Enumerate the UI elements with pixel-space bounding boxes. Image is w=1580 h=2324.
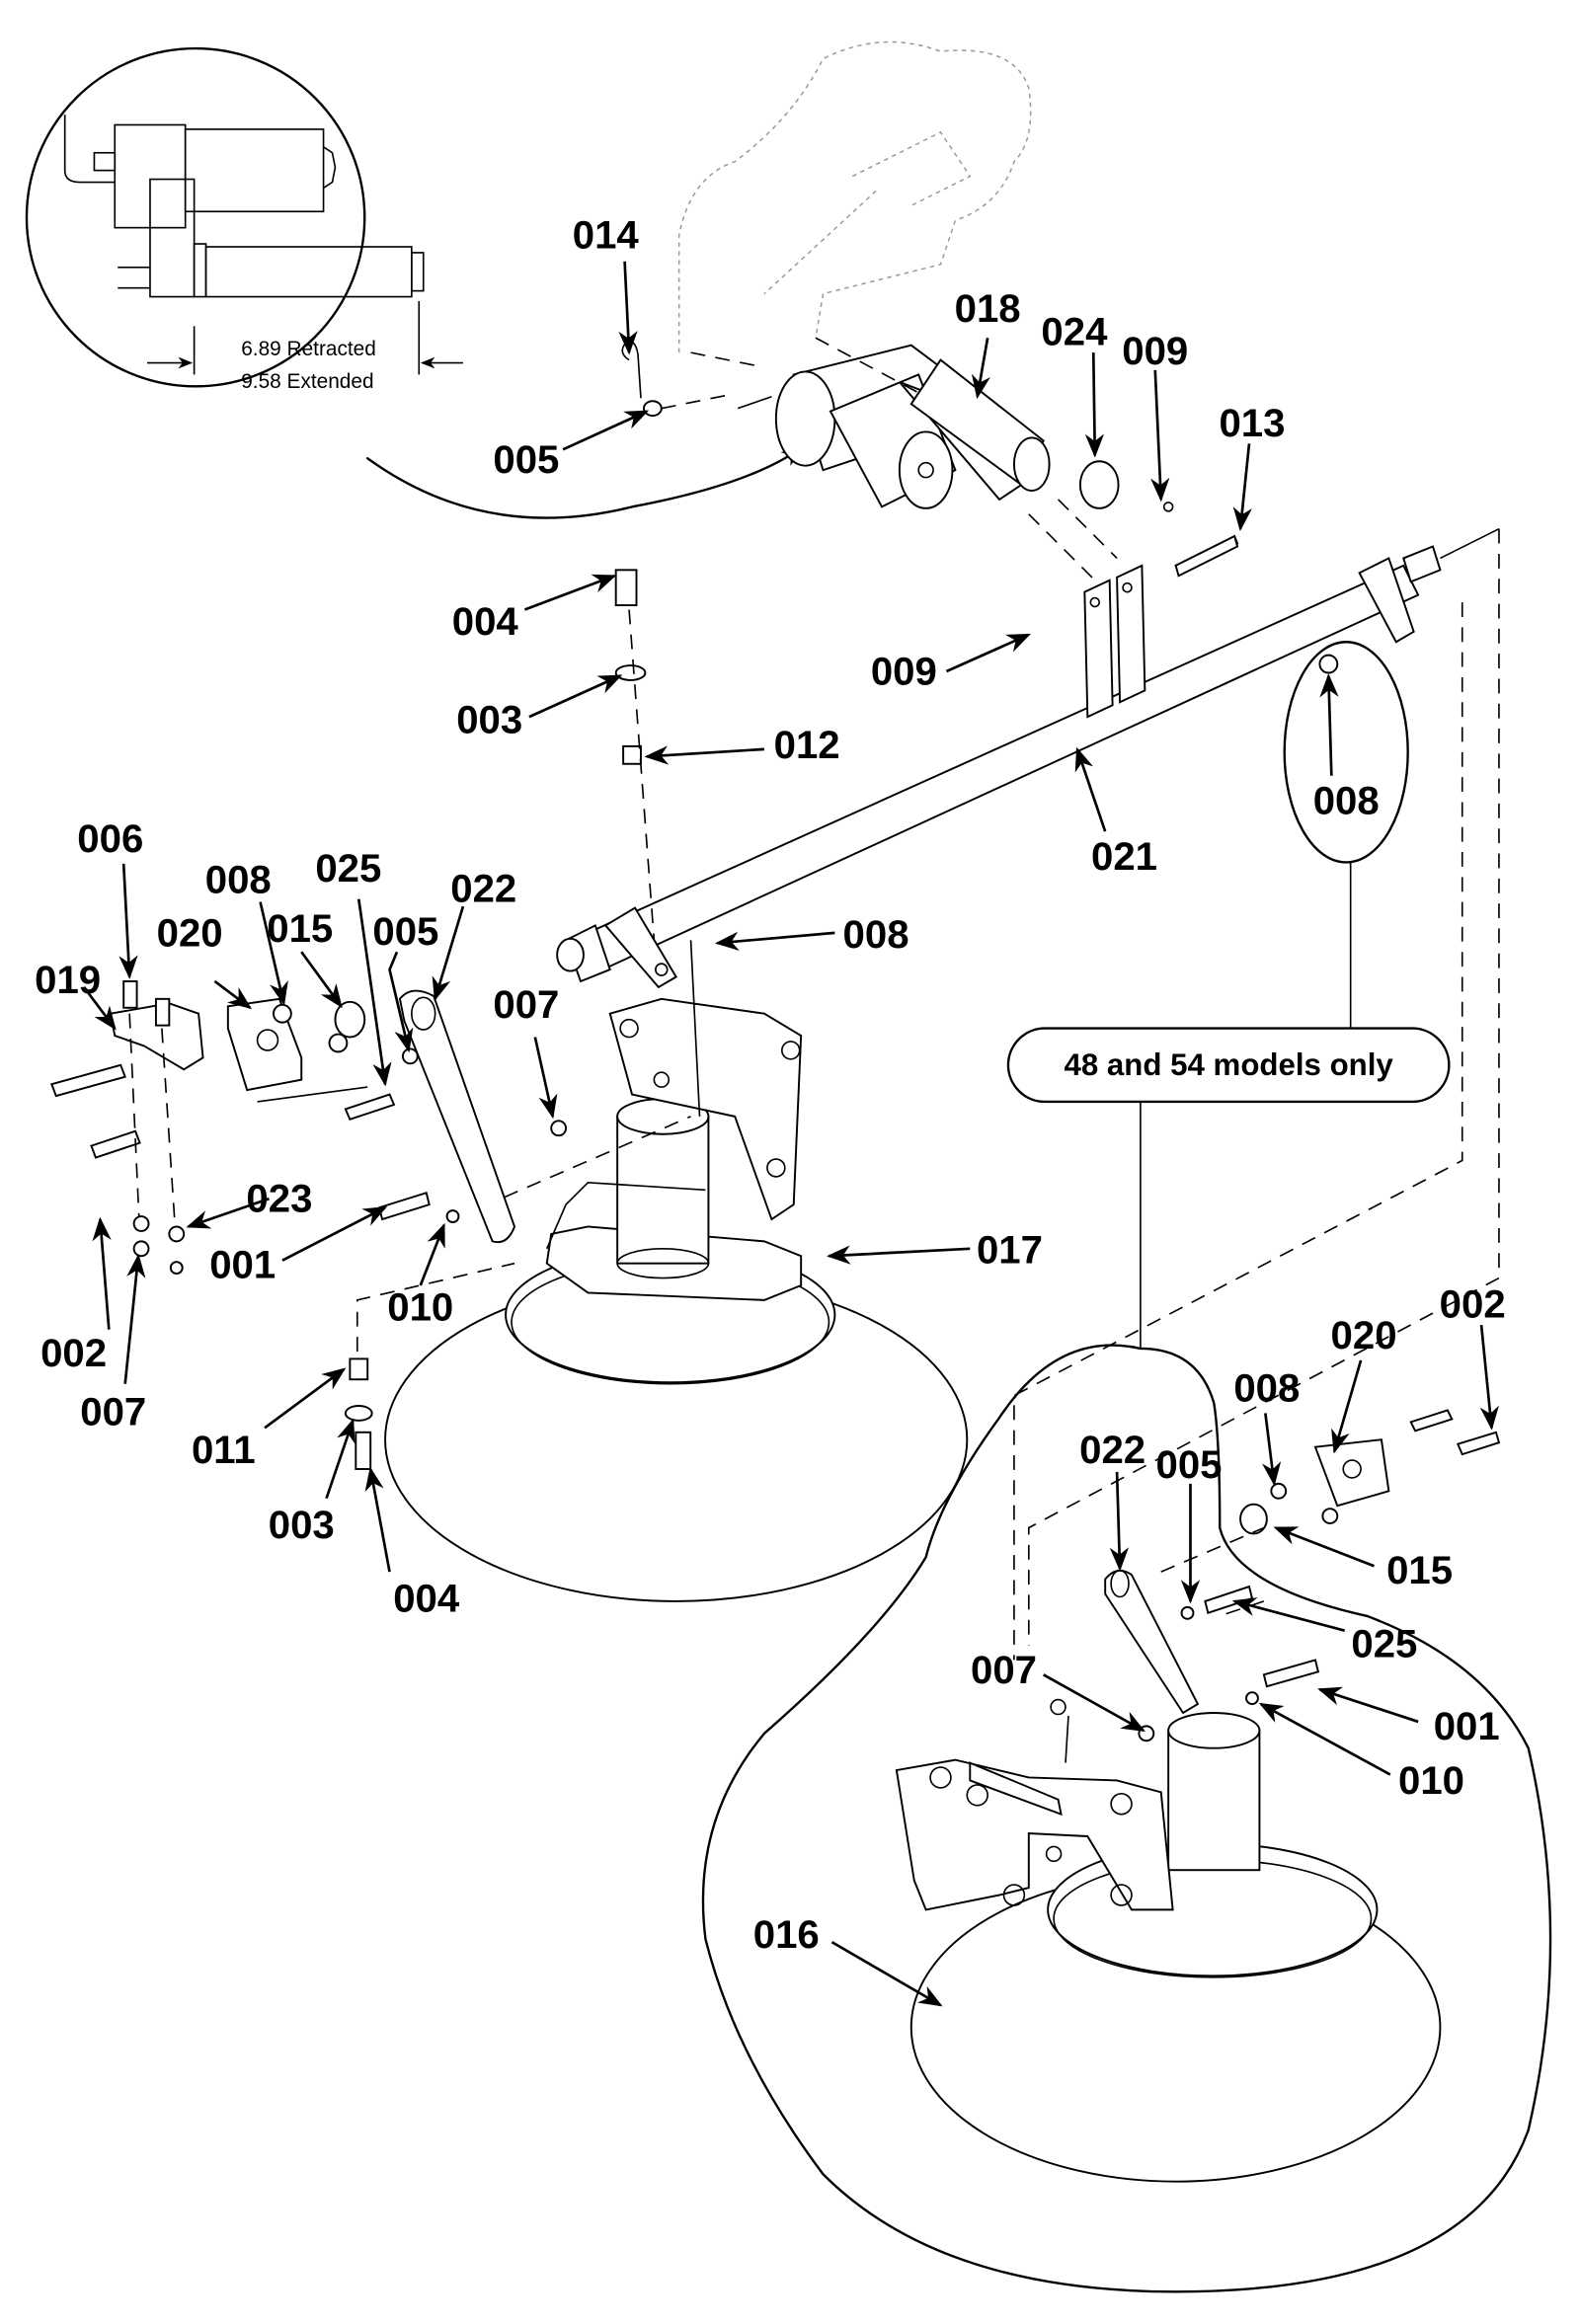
callout-019: 019: [35, 958, 101, 1002]
callout-004: 004: [452, 599, 519, 644]
callout-015: 015: [267, 906, 333, 951]
models-note: 48 and 54 models only: [1006, 1027, 1451, 1349]
callout-015: 015: [1386, 1548, 1453, 1592]
right-deck-outline: [701, 1344, 1552, 2293]
callout-020: 020: [157, 910, 223, 955]
left-hardware: [50, 340, 691, 1470]
inset-leader-curve: [366, 446, 803, 519]
callout-023: 023: [246, 1177, 312, 1221]
actuator-inset-detail: 6.89 Retracted 9.58 Extended: [25, 46, 463, 393]
callout-008: 008: [1233, 1366, 1300, 1411]
callout-010: 010: [1398, 1758, 1464, 1803]
callout-002: 002: [1440, 1282, 1506, 1327]
dimension-retracted: 6.89 Retracted: [241, 338, 376, 360]
callout-021: 021: [1091, 834, 1157, 879]
callout-005: 005: [493, 437, 559, 482]
callout-025: 025: [315, 846, 381, 891]
callout-007: 007: [971, 1648, 1037, 1692]
right-deck-assembly: [895, 1409, 1501, 2183]
lift-shaft: [556, 527, 1500, 989]
actuator-assembly: [737, 344, 1239, 575]
callout-labels: 014 005 018 024 009 013 004 003 012 009 …: [35, 212, 1506, 1957]
left-deck-assembly: [384, 940, 969, 1602]
callout-004: 004: [393, 1576, 460, 1620]
callout-003: 003: [269, 1503, 335, 1547]
callout-005: 005: [1155, 1442, 1222, 1487]
mount-dashed-line: [661, 337, 1118, 588]
callout-024: 024: [1041, 310, 1108, 354]
callout-018: 018: [955, 286, 1021, 331]
callout-005: 005: [372, 909, 438, 954]
guide-dashed-line: [1013, 528, 1500, 1661]
leader-lines: [87, 261, 1499, 2007]
callout-009: 009: [1122, 329, 1188, 373]
callout-009: 009: [871, 649, 937, 693]
callout-006: 006: [77, 816, 143, 861]
callout-008: 008: [843, 912, 909, 957]
callout-014: 014: [573, 212, 640, 257]
callout-025: 025: [1351, 1621, 1417, 1666]
callout-012: 012: [774, 723, 840, 767]
callout-001: 001: [209, 1243, 276, 1287]
models-note-text: 48 and 54 models only: [1065, 1047, 1394, 1082]
callout-007: 007: [493, 982, 559, 1027]
callout-007: 007: [80, 1389, 146, 1433]
callout-017: 017: [977, 1228, 1043, 1273]
callout-016: 016: [753, 1912, 820, 1957]
callout-013: 013: [1219, 401, 1285, 445]
callout-020: 020: [1331, 1313, 1397, 1357]
callout-010: 010: [387, 1285, 453, 1330]
callout-022: 022: [450, 867, 516, 911]
callout-008: 008: [205, 858, 272, 902]
callout-003: 003: [456, 698, 522, 742]
frame-ghost-outline: [677, 40, 1032, 353]
callout-002: 002: [40, 1331, 107, 1375]
callout-008: 008: [1313, 778, 1380, 822]
detail-oval-008: [1283, 641, 1409, 864]
callout-022: 022: [1079, 1428, 1146, 1472]
dimension-extended: 9.58 Extended: [241, 370, 373, 393]
callout-011: 011: [192, 1428, 256, 1472]
callout-001: 001: [1434, 1704, 1500, 1748]
